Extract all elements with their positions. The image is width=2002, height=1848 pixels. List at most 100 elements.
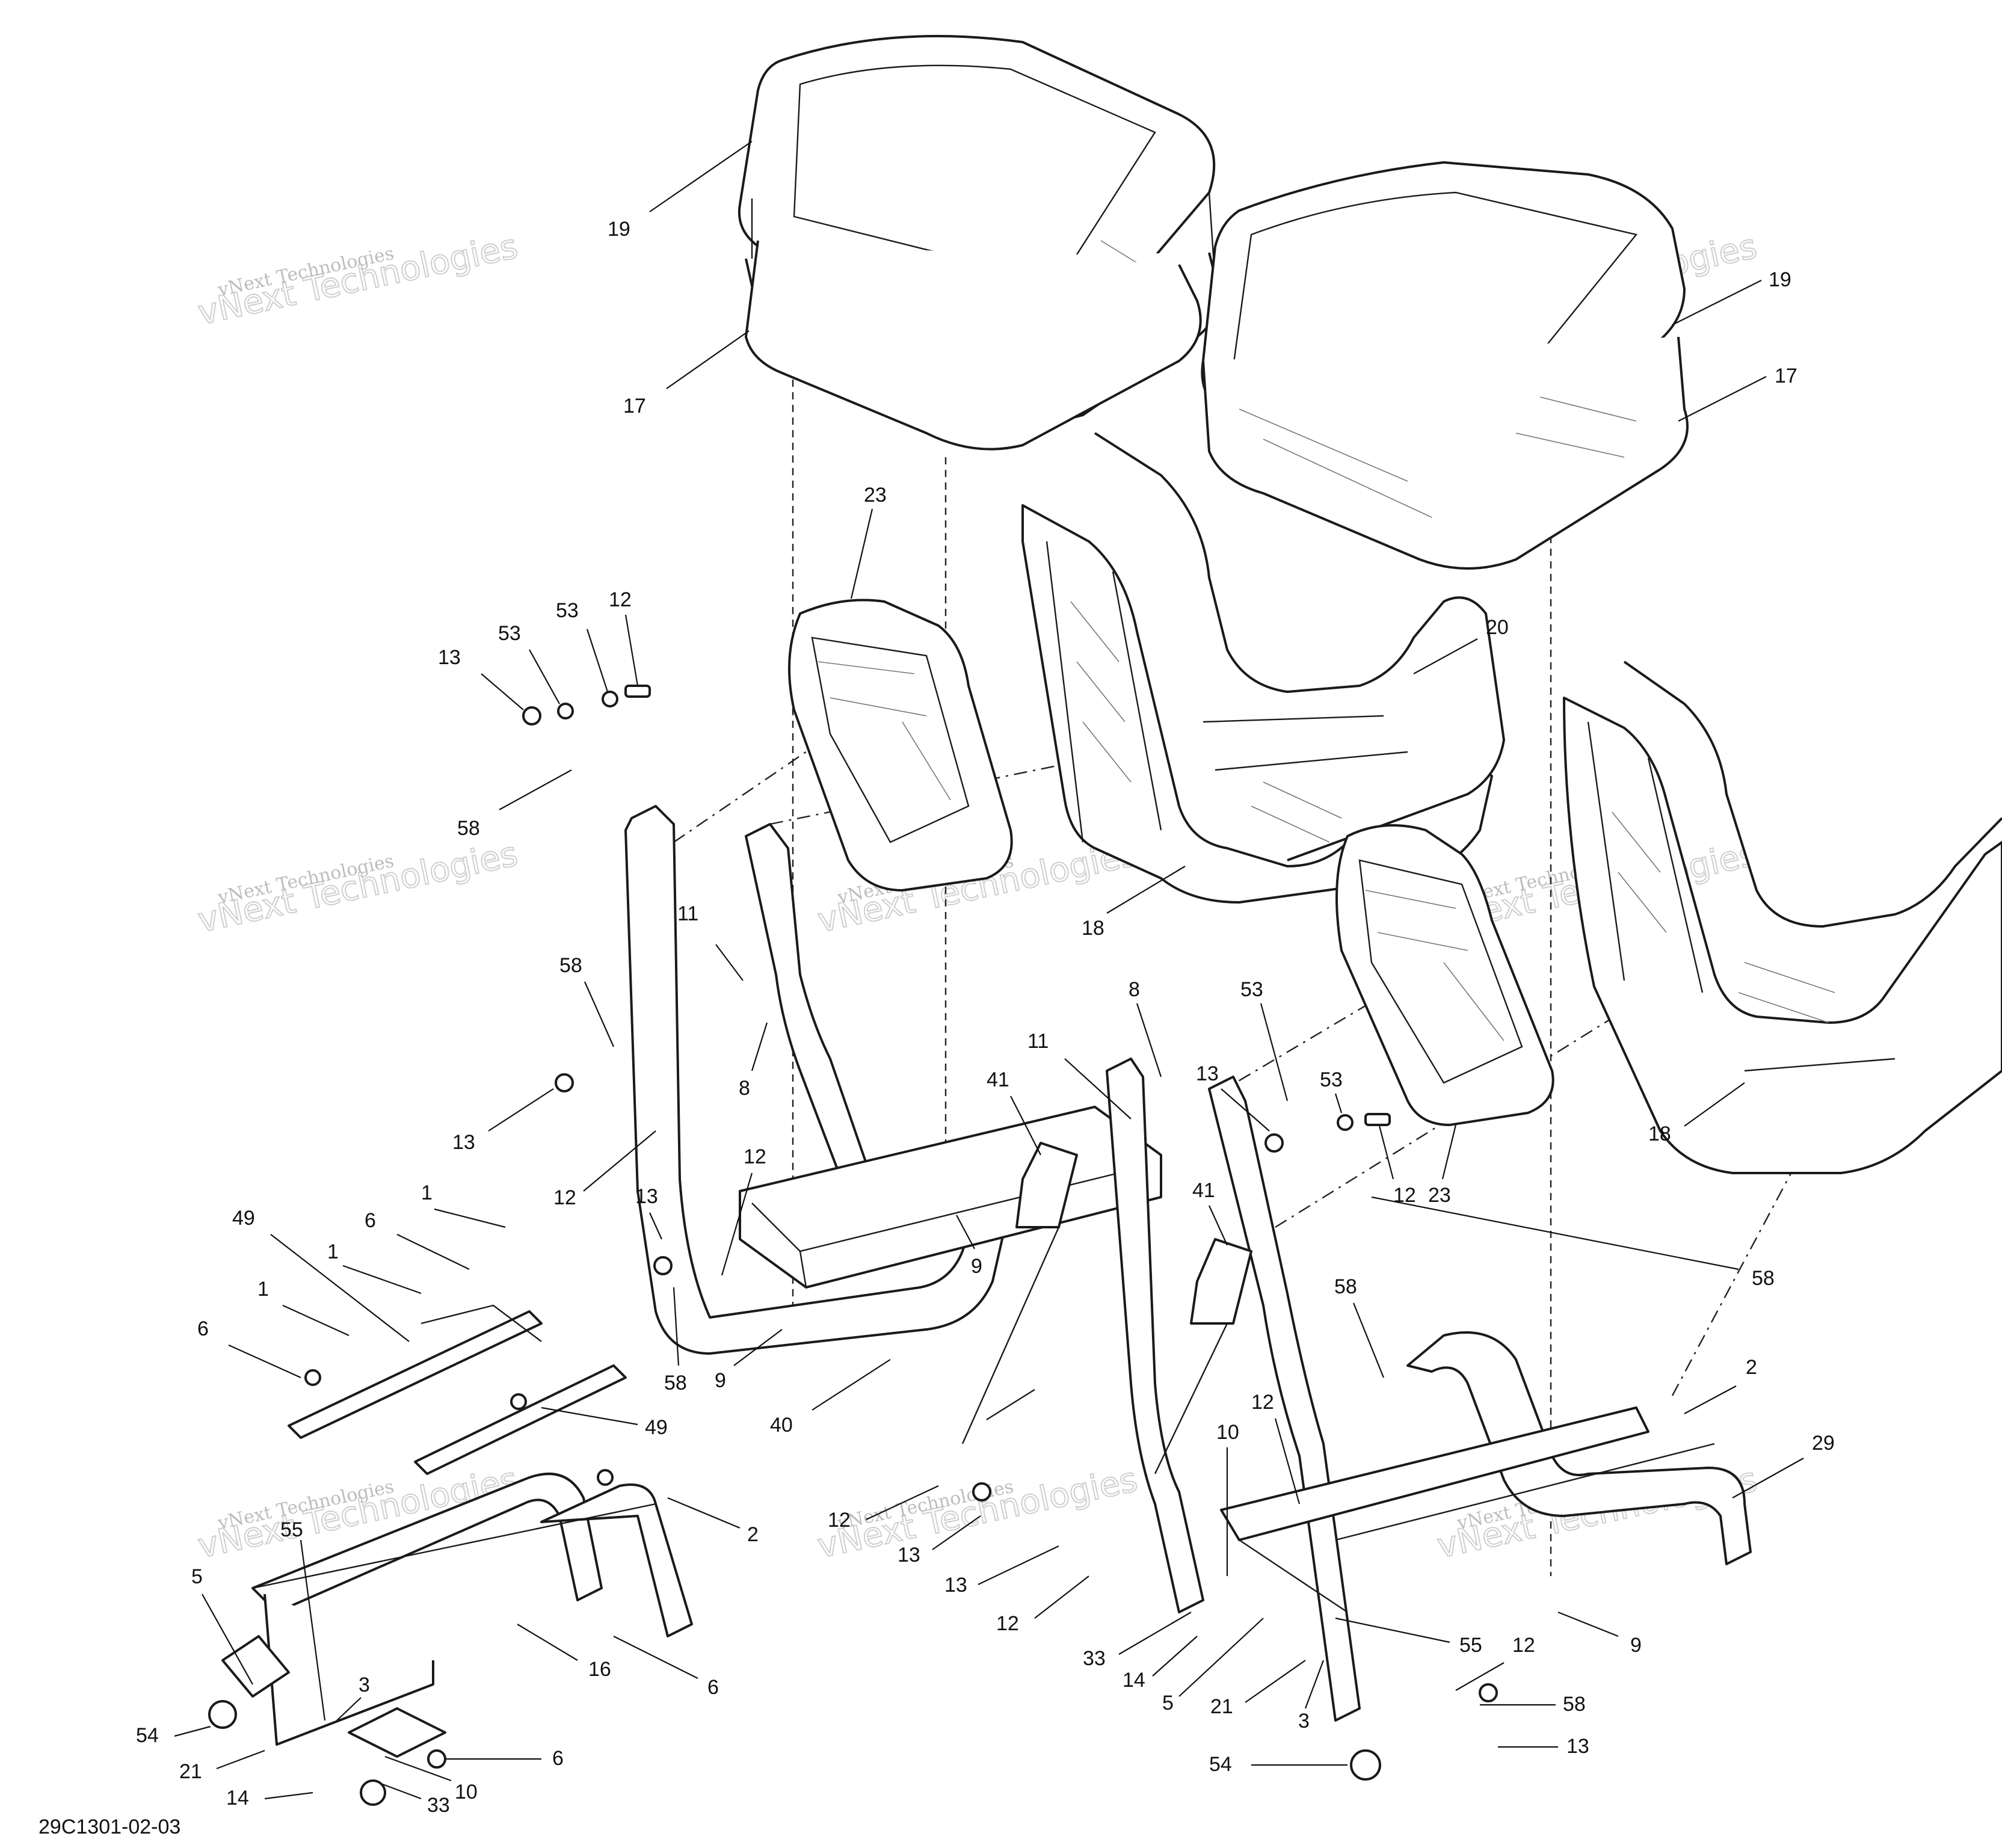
- callout-label: 41: [1192, 1179, 1215, 1202]
- callout-label: 8: [1129, 978, 1140, 1001]
- leader-line: [1064, 1058, 1132, 1120]
- callout-label: 9: [1630, 1634, 1642, 1657]
- callout-label: 53: [1320, 1068, 1343, 1091]
- leader-line: [584, 981, 615, 1047]
- leader-line: [649, 141, 753, 212]
- seat-slide-rails: [288, 1304, 627, 1475]
- leader-line: [850, 508, 873, 599]
- leader-line: [336, 1697, 362, 1721]
- leader-line: [517, 1624, 578, 1661]
- callout-label: 19: [1769, 268, 1791, 291]
- callout-label: 21: [179, 1760, 202, 1783]
- leader-line: [1334, 1093, 1343, 1113]
- leader-line: [174, 1725, 211, 1737]
- leader-line: [1413, 638, 1478, 674]
- leader-line: [586, 629, 609, 692]
- callout-label: 29: [1812, 1432, 1835, 1455]
- seat-backrest-right-upper: [1335, 824, 1554, 1126]
- callout-label: 13: [438, 646, 461, 669]
- callout-label: 58: [664, 1372, 687, 1394]
- seat-cushion-right: [1201, 161, 1689, 570]
- callout-label: 12: [828, 1509, 851, 1532]
- callout-label: 54: [1209, 1753, 1232, 1776]
- leader-line: [1376, 1118, 1394, 1180]
- callout-label: 17: [623, 395, 646, 417]
- leader-line: [1208, 1205, 1228, 1246]
- callout-label: 10: [455, 1781, 478, 1803]
- leader-line: [667, 1497, 741, 1529]
- callout-label: 12: [553, 1186, 576, 1209]
- seat-shell-left: [1021, 432, 1505, 904]
- callout-label: 14: [226, 1787, 249, 1810]
- callout-label: 49: [645, 1416, 668, 1439]
- leader-line: [583, 1130, 656, 1192]
- callout-label: 14: [1123, 1669, 1145, 1692]
- leader-line: [1260, 1003, 1289, 1101]
- callout-label: 16: [588, 1658, 611, 1681]
- callout-label: 13: [452, 1131, 475, 1154]
- leader-line: [264, 1791, 313, 1800]
- callout-label: 3: [1298, 1710, 1310, 1732]
- leader-line: [624, 614, 639, 686]
- callout-label: 55: [1459, 1634, 1482, 1657]
- leader-line: [541, 1406, 638, 1426]
- callout-label: 58: [1563, 1693, 1586, 1716]
- callout-label: 9: [971, 1255, 982, 1278]
- leader-line: [282, 1304, 350, 1337]
- leader-line: [396, 1234, 470, 1270]
- alignment-line: [673, 673, 921, 843]
- callout-label: 33: [427, 1794, 450, 1817]
- leader-line: [648, 1212, 663, 1240]
- callout-label: 12: [996, 1612, 1019, 1635]
- leader-line: [1152, 1636, 1198, 1677]
- leader-line: [384, 1755, 452, 1782]
- leader-line: [1684, 1385, 1737, 1414]
- callout-label: 23: [864, 484, 887, 507]
- leader-line: [1678, 376, 1767, 422]
- leader-line: [488, 1088, 554, 1132]
- callout-label: 12: [1251, 1391, 1274, 1414]
- callout-label: 18: [1082, 917, 1104, 940]
- seat-shell-right: [1563, 661, 2002, 1174]
- seat-belt-right: [1154, 1238, 1252, 1474]
- leader-line: [613, 1636, 698, 1679]
- callout-label: 20: [1486, 616, 1509, 639]
- callout-label: 1: [327, 1240, 339, 1263]
- callout-group: 19 17 19 17 23 20 18 18 23 13 53 53 12 5…: [136, 141, 1835, 1817]
- document-id: 29C1301-02-03: [38, 1816, 180, 1838]
- callout-label: 6: [552, 1747, 564, 1770]
- alignment-line: [769, 751, 1126, 825]
- leader-line: [1304, 1660, 1325, 1709]
- callout-label: 13: [1566, 1735, 1589, 1758]
- seat-backrest-left-upper: [788, 599, 1013, 892]
- callout-label: 12: [1512, 1634, 1535, 1657]
- callout-label: 13: [944, 1574, 967, 1597]
- leader-line: [1118, 1612, 1192, 1655]
- callout-label: 17: [1775, 365, 1797, 387]
- leader-line: [300, 1539, 326, 1721]
- callout-label: 13: [1196, 1062, 1219, 1085]
- callout-label: 21: [1210, 1695, 1233, 1718]
- callout-label: 53: [1240, 978, 1263, 1001]
- leader-line: [499, 769, 572, 810]
- callout-label: 1: [257, 1278, 269, 1301]
- leader-line: [202, 1594, 253, 1685]
- callout-label: 1: [421, 1181, 433, 1204]
- leader-line: [751, 1022, 768, 1071]
- leader-line: [1034, 1575, 1089, 1619]
- callout-label: 53: [556, 599, 579, 622]
- leader-line: [1352, 1302, 1385, 1378]
- callout-label: 13: [898, 1544, 920, 1566]
- callout-label: 23: [1428, 1184, 1451, 1207]
- leader-line: [715, 944, 744, 981]
- leader-line: [956, 1215, 975, 1249]
- callout-label: 54: [136, 1724, 159, 1747]
- callout-label: 55: [280, 1518, 303, 1541]
- callout-label: 8: [739, 1077, 750, 1100]
- callout-label: 58: [1752, 1267, 1775, 1290]
- leader-line: [1274, 1418, 1301, 1505]
- callout-label: 6: [365, 1209, 376, 1232]
- callout-label: 11: [1027, 1030, 1049, 1053]
- callout-label: 6: [197, 1317, 209, 1340]
